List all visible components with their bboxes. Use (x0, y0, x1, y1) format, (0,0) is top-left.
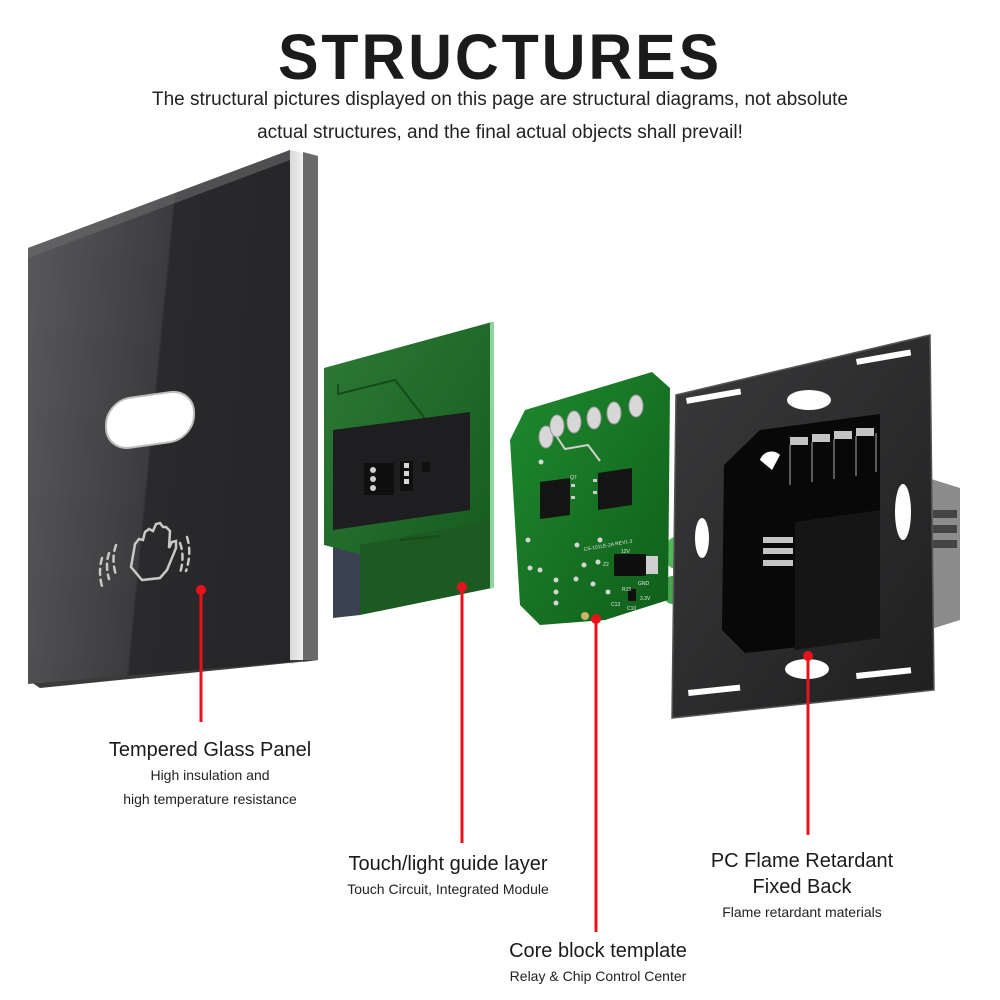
pcb-marking-12v: 12V (621, 549, 631, 555)
relay-terminals (538, 394, 644, 449)
relay-chip-2 (598, 468, 632, 510)
pointer-back (803, 651, 813, 835)
touch-layer-title: Touch/light guide layer (348, 853, 548, 875)
touch-layer-desc: Touch Circuit, Integrated Module (347, 881, 549, 897)
back-terminals (790, 428, 874, 445)
subtitle-line-1: The structural pictures displayed on thi… (152, 89, 848, 110)
touch-layer-illustration (324, 322, 494, 618)
pcb-marking-c13: C13 (611, 602, 620, 608)
pcb-marking-3v3: 3.3V (640, 596, 651, 602)
glass-panel-illustration (28, 150, 318, 688)
glass-panel-desc-1: High insulation and (150, 767, 270, 783)
light-window (105, 390, 195, 449)
pcb-marking-gnd: GND (638, 581, 650, 587)
fixed-back-illustration (671, 334, 960, 719)
pcb-header-connector (614, 554, 646, 576)
page-title: STRUCTURES (278, 21, 722, 93)
hand-wave-icon (98, 521, 191, 588)
core-block-desc: Relay & Chip Control Center (509, 968, 687, 984)
pcb-marking-c10: C10 (627, 606, 636, 612)
fixed-back-label: PC Flame Retardant Fixed Back Flame reta… (652, 848, 952, 924)
pointer-glass (196, 585, 206, 722)
glass-panel-desc-2: high temperature resistance (123, 791, 297, 807)
subtitle-line-2: actual structures, and the final actual … (257, 122, 743, 143)
pcb-marking-r15: R15 (622, 587, 631, 593)
core-block-label: Core block template Relay & Chip Control… (448, 938, 748, 988)
relay-chip-1 (540, 478, 570, 519)
pointer-touch (457, 582, 467, 843)
core-block-illustration: CS-101LE-2A REV1.3 12V Z2 GND 3.3V C13 C… (510, 372, 688, 625)
touch-layer-label: Touch/light guide layer Touch Circuit, I… (298, 851, 598, 901)
glass-panel-title: Tempered Glass Panel (108, 739, 312, 761)
fixed-back-title-2: Fixed Back (752, 876, 852, 898)
pcb-marking-q7: Q7 (570, 475, 577, 481)
fixed-back-desc: Flame retardant materials (722, 904, 882, 920)
fixed-back-title-1: PC Flame Retardant (710, 850, 894, 872)
pcb-marking-z2: Z2 (603, 562, 609, 568)
glass-panel-label: Tempered Glass Panel High insulation and… (60, 737, 360, 811)
pointer-core (591, 614, 601, 932)
core-block-title: Core block template (509, 940, 687, 962)
